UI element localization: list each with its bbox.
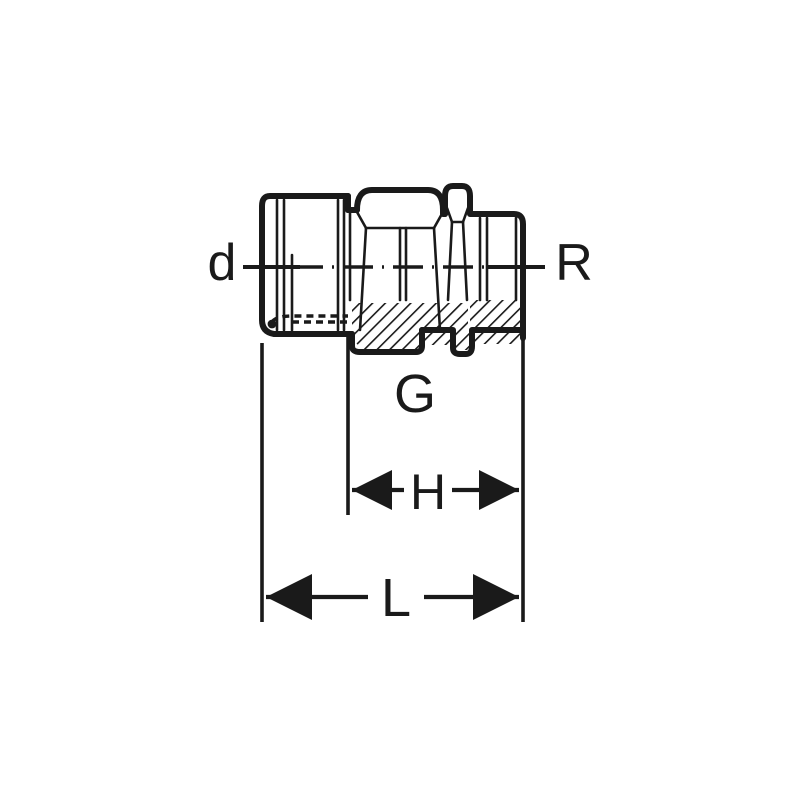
dimension-H: [352, 470, 519, 510]
label-d: d: [208, 234, 237, 292]
dimension-L: [266, 574, 519, 620]
arrow-left-L: [266, 574, 312, 620]
label-R: R: [555, 234, 593, 292]
label-G: G: [394, 364, 436, 424]
label-H: H: [410, 464, 446, 520]
arrow-left-H: [352, 470, 392, 510]
arrow-right-H: [479, 470, 519, 510]
fitting-outline: [259, 183, 526, 357]
extension-lines: [260, 330, 525, 622]
drawing-body: d R G H L: [208, 183, 593, 628]
label-L: L: [381, 568, 411, 628]
arrow-right-L: [473, 574, 519, 620]
seal-ring-marker: [267, 319, 277, 329]
